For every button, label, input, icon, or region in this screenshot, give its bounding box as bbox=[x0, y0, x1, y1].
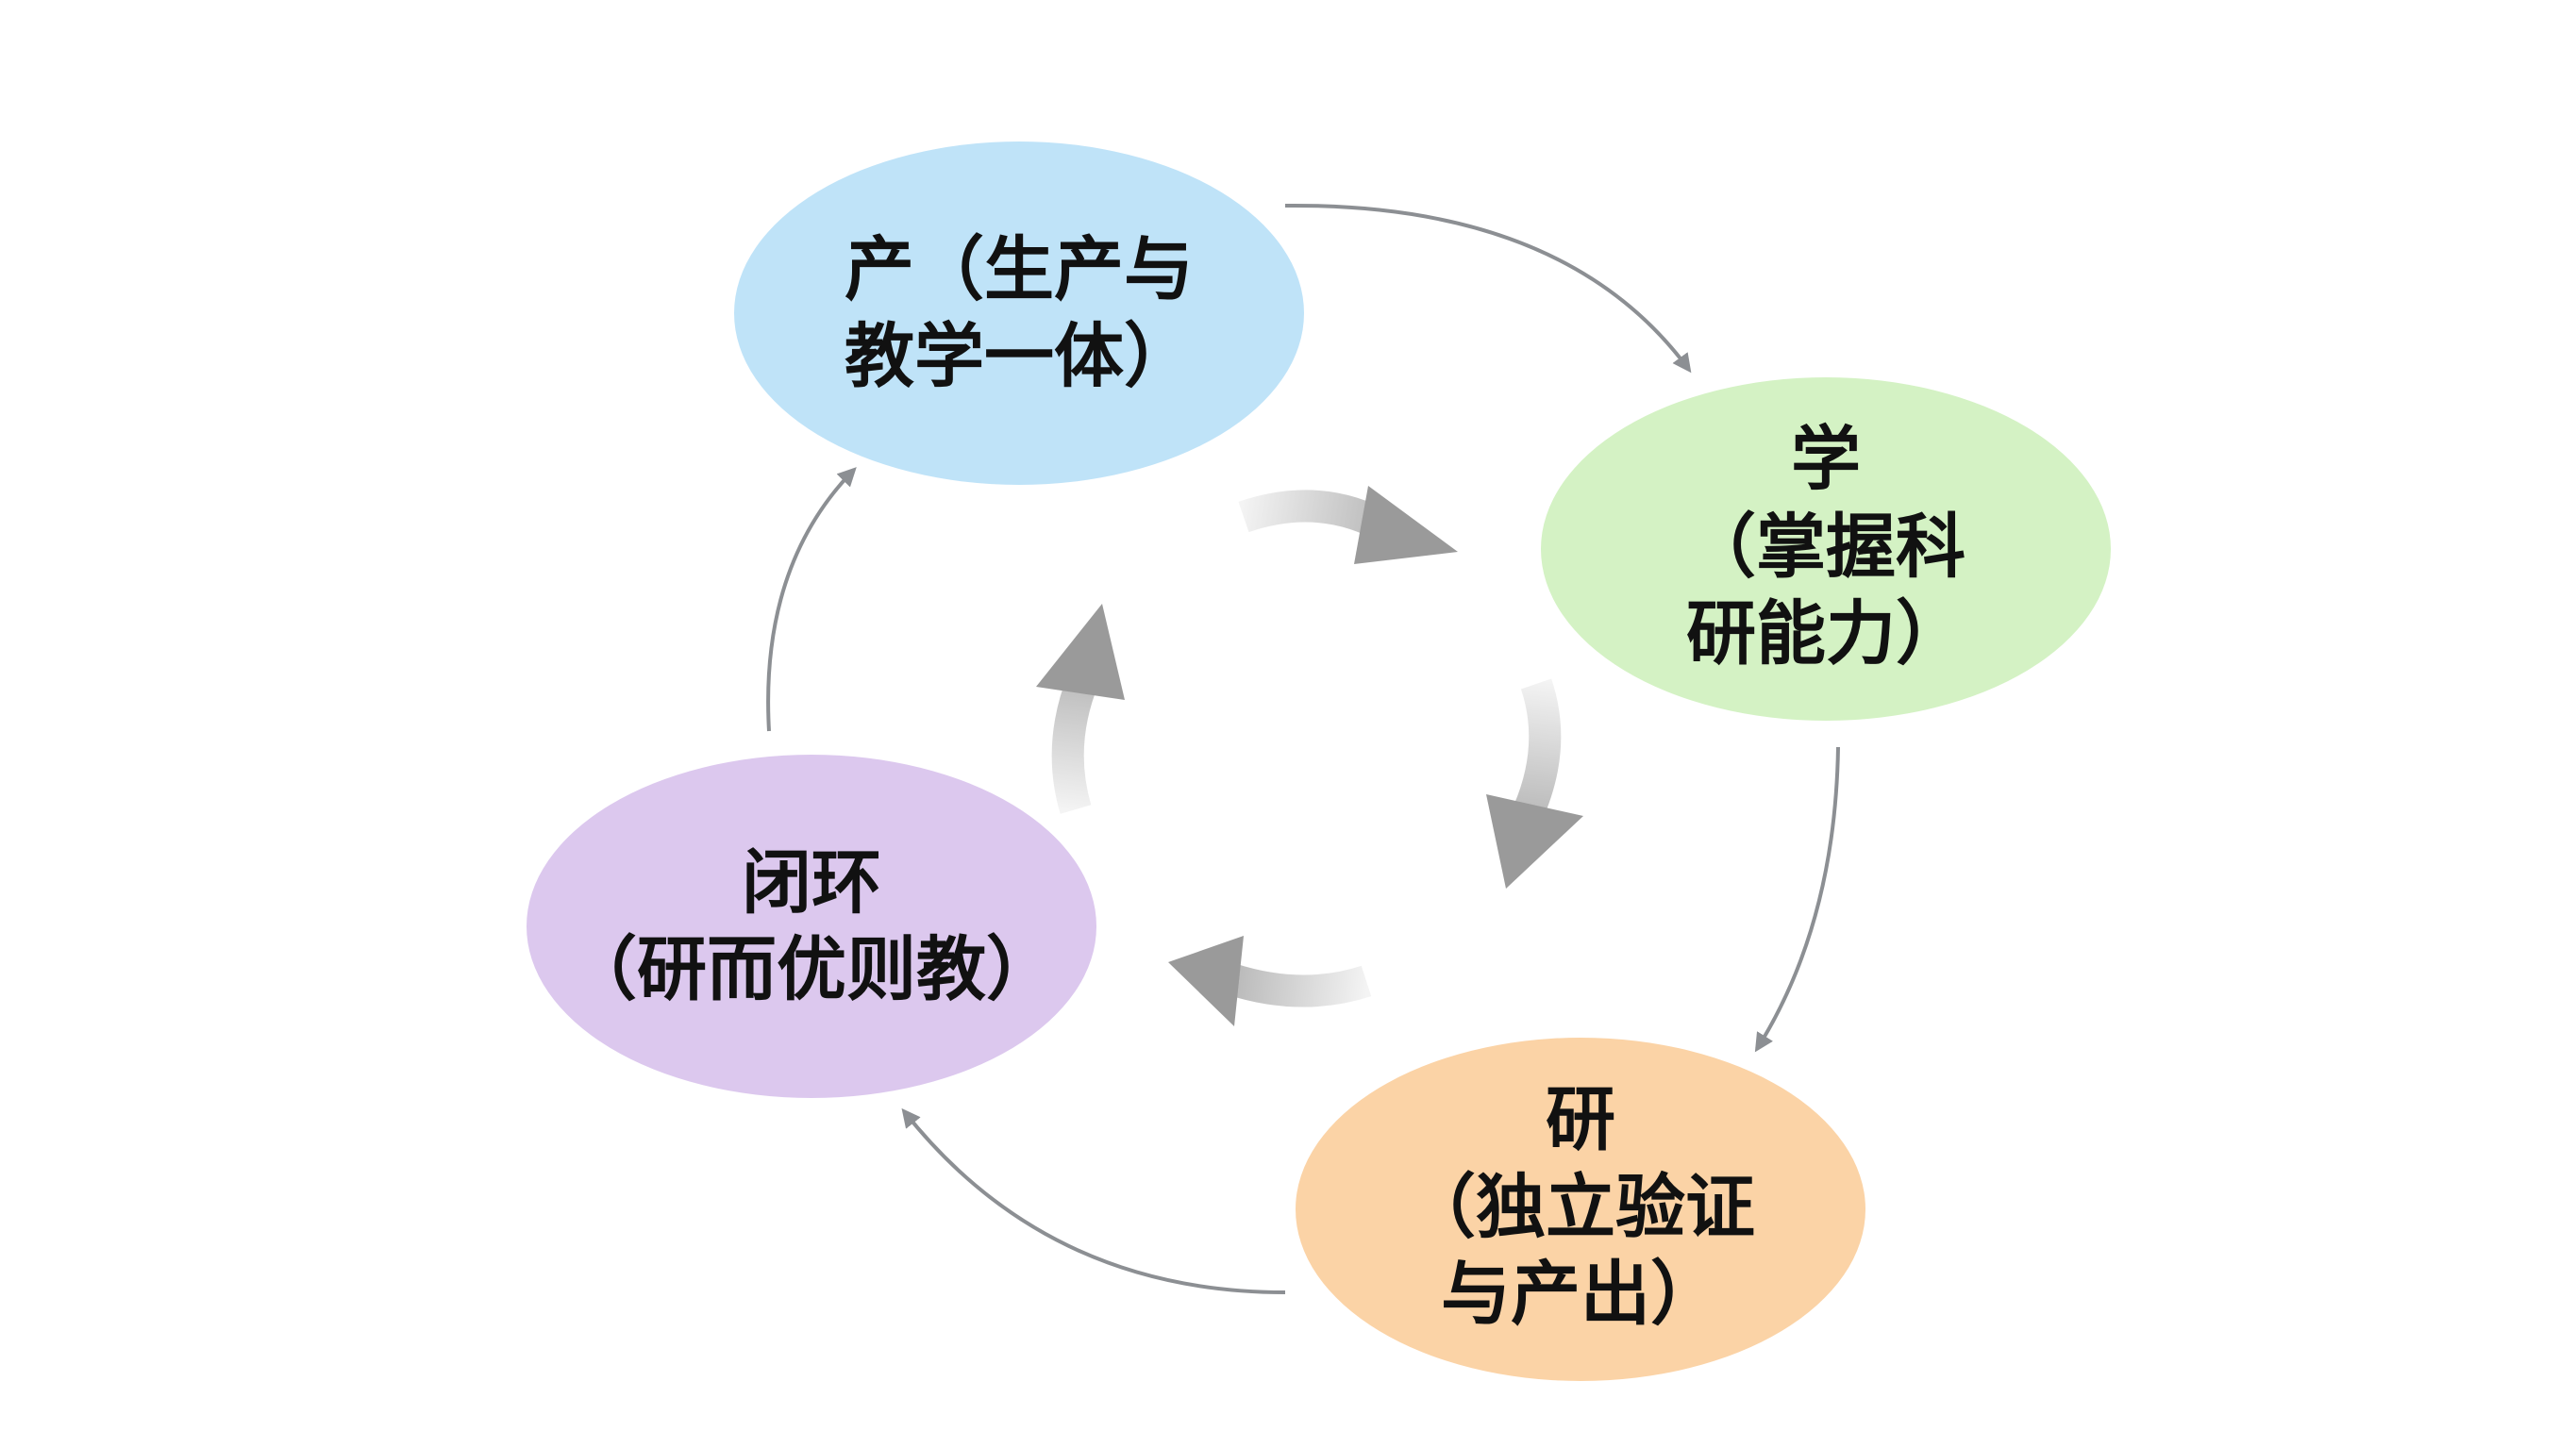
node-xue-line-3: 研能力） bbox=[1686, 593, 1965, 675]
arrow-bihuan-to-chan bbox=[766, 467, 857, 732]
inner-arrow-right bbox=[1486, 678, 1583, 889]
arrow-chan-to-xue bbox=[1284, 203, 1692, 374]
node-bihuan-ellipse bbox=[527, 755, 1096, 1098]
node-xue-line-2: （掌握科 bbox=[1686, 506, 1965, 588]
node-yan-line-2: （独立验证 bbox=[1406, 1166, 1755, 1248]
node-bihuan-label: 闭环 （研而优则教） bbox=[547, 823, 1076, 1030]
node-yan-line-3: 与产出） bbox=[1441, 1254, 1720, 1336]
inner-arrow-left bbox=[1036, 604, 1125, 814]
node-yan-line-1: 研 bbox=[1546, 1079, 1615, 1161]
node-chan-line-2: 教学一体） bbox=[845, 316, 1194, 397]
node-yan-label: 研 （独立验证 与产出） bbox=[1345, 1066, 1816, 1349]
node-xue-label: 学 （掌握科 研能力） bbox=[1590, 406, 2062, 689]
inner-arrow-top bbox=[1238, 486, 1458, 564]
node-bihuan-line-2: （研而优则教） bbox=[567, 929, 1056, 1010]
node-chan-line-1: 产（生产与 bbox=[845, 228, 1194, 310]
node-chan-ellipse bbox=[734, 141, 1304, 485]
arrow-xue-to-yan bbox=[1754, 746, 1840, 1053]
inner-arrow-bottom bbox=[1168, 936, 1372, 1026]
node-chan-label: 产（生产与 教学一体） bbox=[783, 209, 1255, 417]
node-yan-ellipse bbox=[1296, 1038, 1865, 1381]
node-bihuan-line-1: 闭环 bbox=[742, 841, 881, 924]
node-xue-ellipse bbox=[1541, 377, 2111, 721]
arrow-yan-to-bihuan bbox=[901, 1107, 1286, 1294]
node-xue-line-1: 学 bbox=[1791, 419, 1861, 501]
